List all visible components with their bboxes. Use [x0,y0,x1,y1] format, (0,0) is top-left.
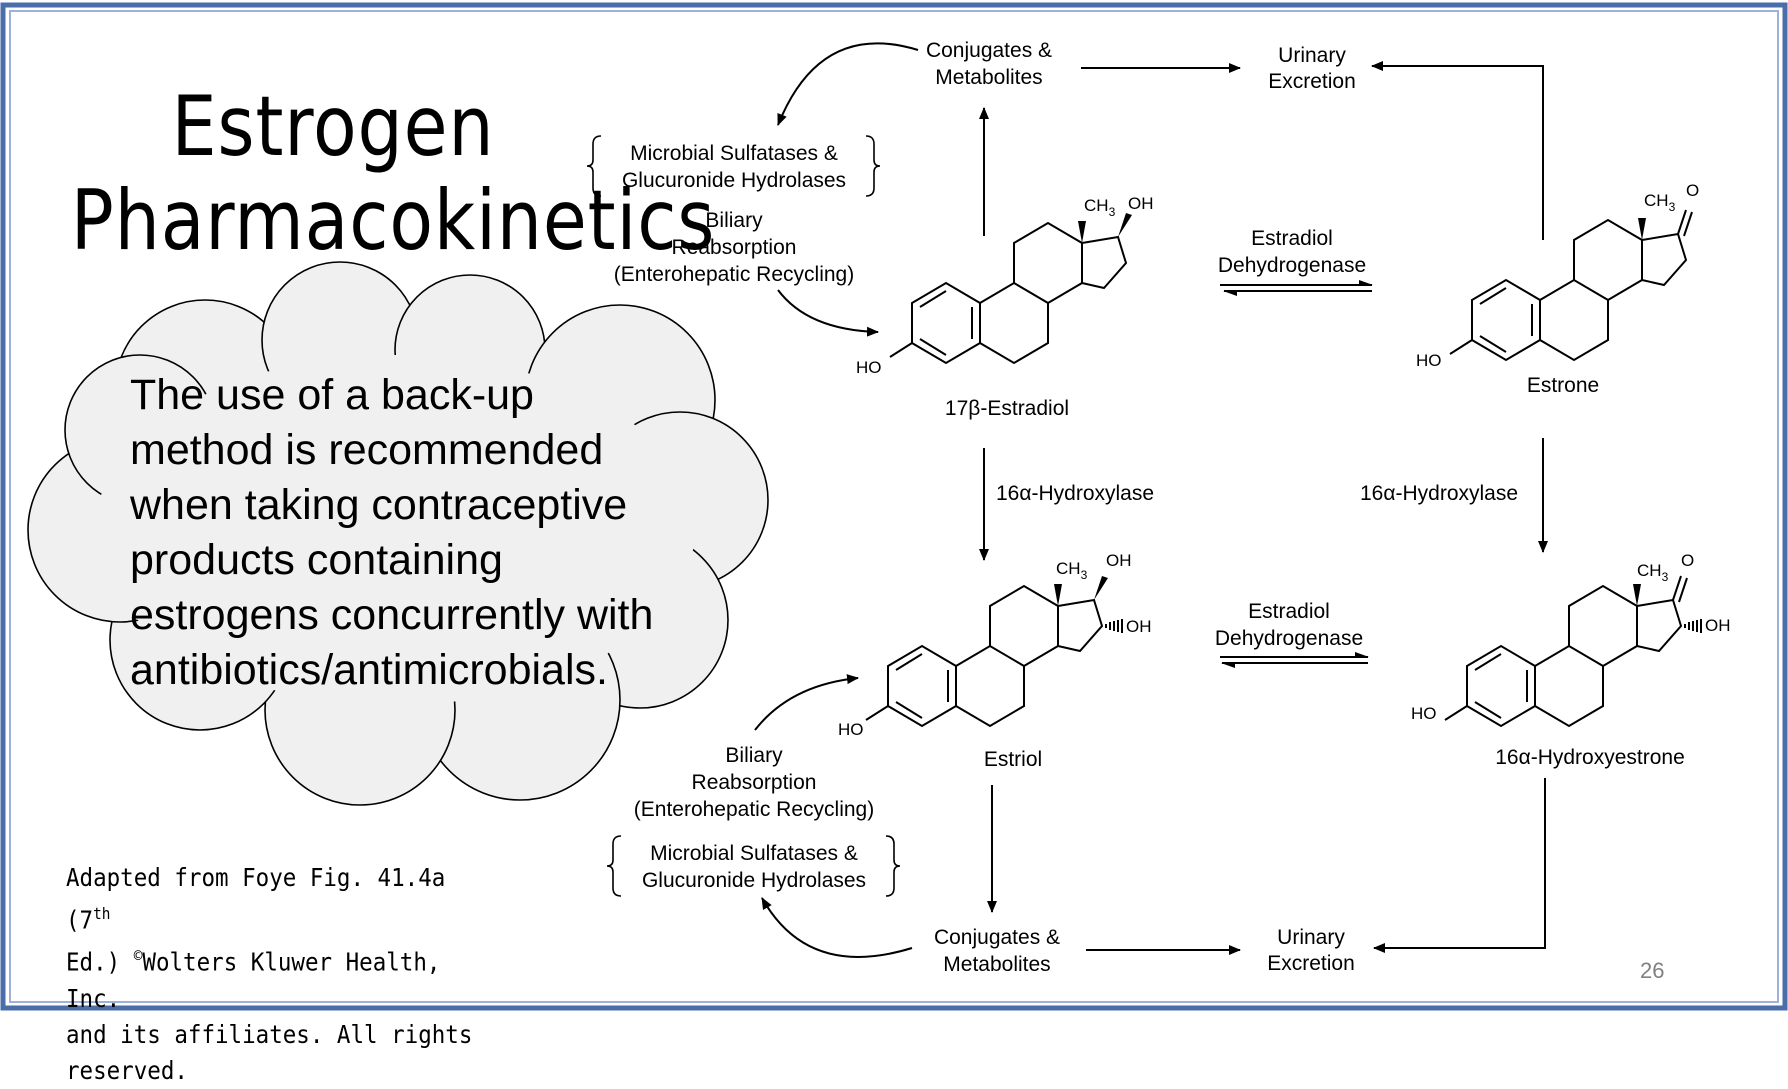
svg-text:OH: OH [1106,551,1132,570]
bottom-conjugates-label: Conjugates &Metabolites [934,926,1060,976]
estriol-label: Estriol [984,748,1042,771]
svg-text:OH: OH [1705,616,1731,635]
top-enzymes-label: Microbial Sulfatases &Glucuronide Hydrol… [622,142,846,192]
page-number: 26 [1640,958,1665,983]
svg-text:CH3: CH3 [1056,559,1088,582]
hydroxyestrone-label: 16α-Hydroxyestrone [1495,746,1685,769]
cloud-callout [27,261,769,806]
svg-text:HO: HO [1416,351,1442,370]
hydroxyestrone-structure: HO CH3 O OH [1411,551,1731,727]
estradiol-structure: HO CH3 OH [856,194,1154,377]
svg-text:HO: HO [856,358,882,377]
svg-text:HO: HO [1411,704,1437,723]
svg-text:O: O [1681,551,1694,570]
estrone-excretion-arrow [1371,61,1544,240]
svg-text:CH3: CH3 [1644,191,1676,214]
slide-title: Estrogen Pharmacokinetics [70,78,716,269]
svg-text:CH3: CH3 [1084,196,1116,219]
svg-text:CH3: CH3 [1637,561,1669,584]
estradiol-label: 17β-Estradiol [945,397,1069,420]
cloud-callout-text: The use of a back-up method is recommend… [130,371,654,694]
bottom-hydrolysis-arrow [761,897,913,958]
left-hydroxylase-label: 16α-Hydroxylase [996,482,1154,505]
title-line-2: Pharmacokinetics [70,172,716,269]
top-conjugates-label: Conjugates &Metabolites [926,39,1052,89]
right-hydroxylase-label: 16α-Hydroxylase [1360,482,1518,505]
estrone-structure: HO CH3 O [1416,181,1699,370]
top-reabsorption-arrow [777,289,879,337]
top-hydrolysis-arrow [777,42,919,126]
estriol-structure: HO CH3 OH OH [838,551,1152,739]
svg-text:HO: HO [838,720,864,739]
title-line-1: Estrogen [171,78,495,175]
hydroxyestrone-excretion-arrow [1373,778,1546,953]
source-credit: Adapted from Foye Fig. 41.4a (7th Ed.) ©… [66,863,473,1085]
bottom-reabsorption-arrow [754,674,859,731]
svg-text:OH: OH [1126,617,1152,636]
svg-text:O: O [1686,181,1699,200]
bottom-enzymes-label: Microbial Sulfatases &Glucuronide Hydrol… [642,842,866,892]
svg-text:OH: OH [1128,194,1154,213]
estrone-label: Estrone [1527,374,1599,397]
